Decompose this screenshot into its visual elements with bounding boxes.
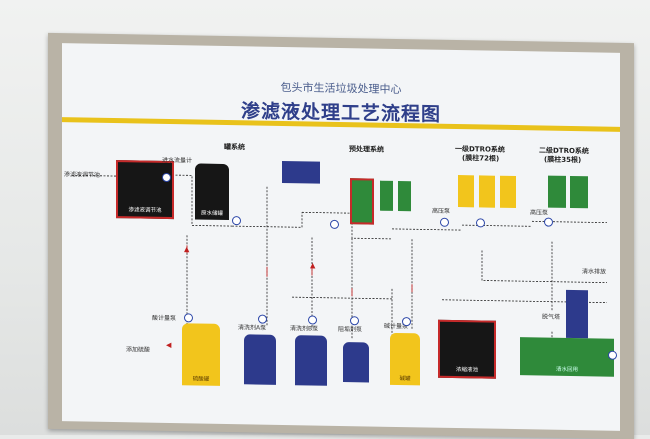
acid-valve-icon xyxy=(184,313,193,323)
cartridge-filter xyxy=(350,178,374,225)
outflow-label: 清水排放 xyxy=(582,268,607,276)
flowmeter-label: 进水流量计 xyxy=(162,156,193,165)
concentrate-pool: 浓缩液池 xyxy=(438,319,496,379)
sulfuric-acid-tank: 硫酸罐 xyxy=(182,323,220,386)
cleaning-tank-b xyxy=(295,335,327,386)
section-tank: 罐系统 xyxy=(224,142,245,152)
cleaning-valve-a-icon xyxy=(258,314,267,324)
degassing-tower xyxy=(566,289,588,339)
membrane-filter-b xyxy=(398,180,411,212)
tank-valve-icon xyxy=(232,216,241,226)
dtro2-column-b xyxy=(570,175,588,209)
flow-arrow-2-icon: ▲ xyxy=(310,261,316,270)
cleaning-valve-b-icon xyxy=(308,315,317,325)
leachate-pool: 渗滤液调节池 xyxy=(116,160,174,220)
dtro1-valve2-icon xyxy=(476,218,485,228)
raw-water-tank: 原水储罐 xyxy=(195,163,229,221)
alkali-valve-icon xyxy=(402,317,411,327)
pretreat-valve-icon xyxy=(330,219,339,229)
scale-inhibitor-tank xyxy=(343,342,369,383)
sand-filter xyxy=(282,160,320,184)
dtro1-column-b xyxy=(479,175,495,208)
dtro1-valve-icon xyxy=(440,217,449,227)
degas-label: 脱气塔 xyxy=(542,313,561,321)
acid-arrow-icon: ◀ xyxy=(166,340,172,350)
alkali-tank: 碱罐 xyxy=(390,332,420,386)
pressure-pump-1-label: 高压泵 xyxy=(432,207,451,215)
cleaning-pump-b-label: 清洗剂B泵 xyxy=(290,325,319,333)
dtro2-valve-icon xyxy=(544,217,553,227)
dtro2-column-a xyxy=(548,175,566,208)
process-flow-board: 包头市生活垃圾处理中心 渗滤液处理工艺流程图 xyxy=(62,43,620,431)
section-dtro1-sub: (膜柱72根) xyxy=(462,154,500,163)
outflow-valve-icon xyxy=(608,350,617,360)
membrane-filter-a xyxy=(380,180,393,211)
dtro1-column-a xyxy=(458,175,474,208)
inflow-label: 渗滤液调节池 xyxy=(64,171,101,179)
section-pretreat: 预处理系统 xyxy=(349,145,384,154)
cleaning-tank-a xyxy=(244,334,276,385)
scale-pump-label: 阻垢剂泵 xyxy=(338,325,363,334)
section-dtro2-sub: (膜柱35根) xyxy=(544,155,582,165)
acid-add-label: 添加硫酸 xyxy=(126,346,151,354)
flow-arrow-icon: ▲ xyxy=(184,245,190,254)
scale-valve-icon xyxy=(350,316,359,326)
dtro1-column-c xyxy=(500,175,516,209)
acid-meter-label: 酸计量泵 xyxy=(152,314,177,323)
pressure-pump-2-label: 高压泵 xyxy=(530,209,549,217)
inflow-valve-icon xyxy=(162,172,171,183)
clean-water-pool: 清水回用 xyxy=(520,337,614,377)
